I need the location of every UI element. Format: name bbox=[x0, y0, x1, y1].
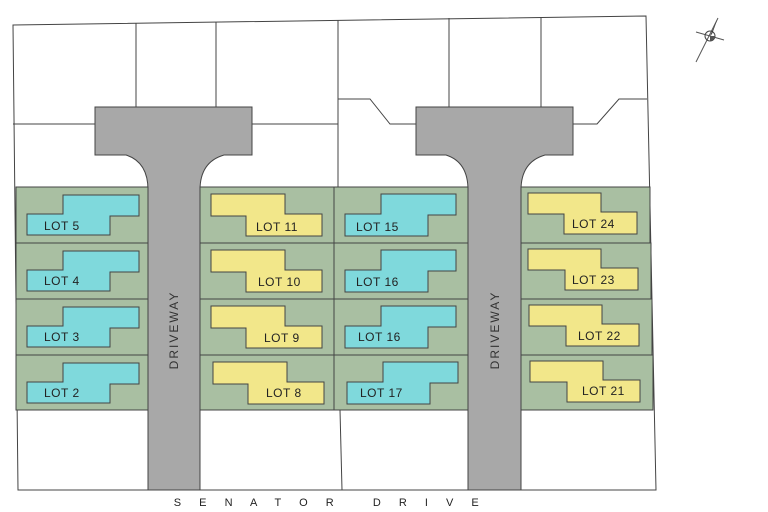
building-footprint bbox=[26, 306, 140, 348]
building-footprint bbox=[527, 248, 639, 291]
building-footprint bbox=[344, 305, 457, 349]
lot-label: LOT 3 bbox=[44, 330, 80, 344]
lot-label: LOT 16 bbox=[356, 275, 399, 289]
lot-column-3: LOT 15 LOT 16 LOT 16 LOT 17 bbox=[333, 186, 469, 411]
building-footprint bbox=[212, 361, 325, 405]
lot-label: LOT 10 bbox=[258, 275, 301, 289]
lot-label: LOT 24 bbox=[572, 217, 615, 231]
building-footprint bbox=[527, 192, 638, 235]
lot-label: LOT 4 bbox=[44, 274, 80, 288]
building-footprint bbox=[26, 362, 140, 404]
driveway-right-label: DRIVEWAY bbox=[488, 291, 502, 370]
building-footprint bbox=[26, 194, 140, 236]
lot-label: LOT 11 bbox=[256, 220, 298, 234]
building-footprint bbox=[210, 305, 323, 349]
lot-label: LOT 16 bbox=[358, 330, 401, 344]
south-parcels bbox=[339, 409, 343, 491]
building-footprint bbox=[344, 249, 457, 293]
lot-column-2: LOT 11 LOT 10 LOT 9 LOT 8 bbox=[199, 186, 335, 411]
north-parcels bbox=[13, 17, 647, 187]
driveway-left-label: DRIVEWAY bbox=[167, 291, 181, 370]
lot-label: LOT 2 bbox=[44, 386, 80, 400]
building-footprint bbox=[528, 304, 640, 347]
lot-label: LOT 23 bbox=[572, 273, 615, 287]
driveway-right bbox=[415, 106, 574, 491]
lot-label: LOT 8 bbox=[266, 386, 302, 400]
building-footprint bbox=[344, 193, 457, 237]
lot-label: LOT 9 bbox=[264, 331, 300, 345]
driveway-left bbox=[94, 106, 253, 491]
building-footprint bbox=[529, 360, 641, 403]
building-footprint bbox=[346, 361, 459, 405]
lot-label: LOT 22 bbox=[578, 329, 621, 343]
building-footprint bbox=[210, 249, 323, 293]
lot-column-1: LOT 5 LOT 4 LOT 3 LOT 2 bbox=[15, 186, 149, 411]
lot-label: LOT 21 bbox=[582, 384, 625, 398]
building-footprint bbox=[26, 250, 140, 292]
lot-column-4: LOT 24 LOT 23 LOT 22 LOT 21 bbox=[520, 186, 654, 411]
lot-label: LOT 17 bbox=[360, 386, 403, 400]
street-name-label: S E N A T O R D R I V E bbox=[174, 497, 486, 509]
lot-label: LOT 5 bbox=[44, 219, 80, 233]
compass-north-arrow-icon bbox=[695, 17, 725, 63]
building-footprint bbox=[210, 193, 323, 237]
lot-label: LOT 15 bbox=[356, 220, 399, 234]
